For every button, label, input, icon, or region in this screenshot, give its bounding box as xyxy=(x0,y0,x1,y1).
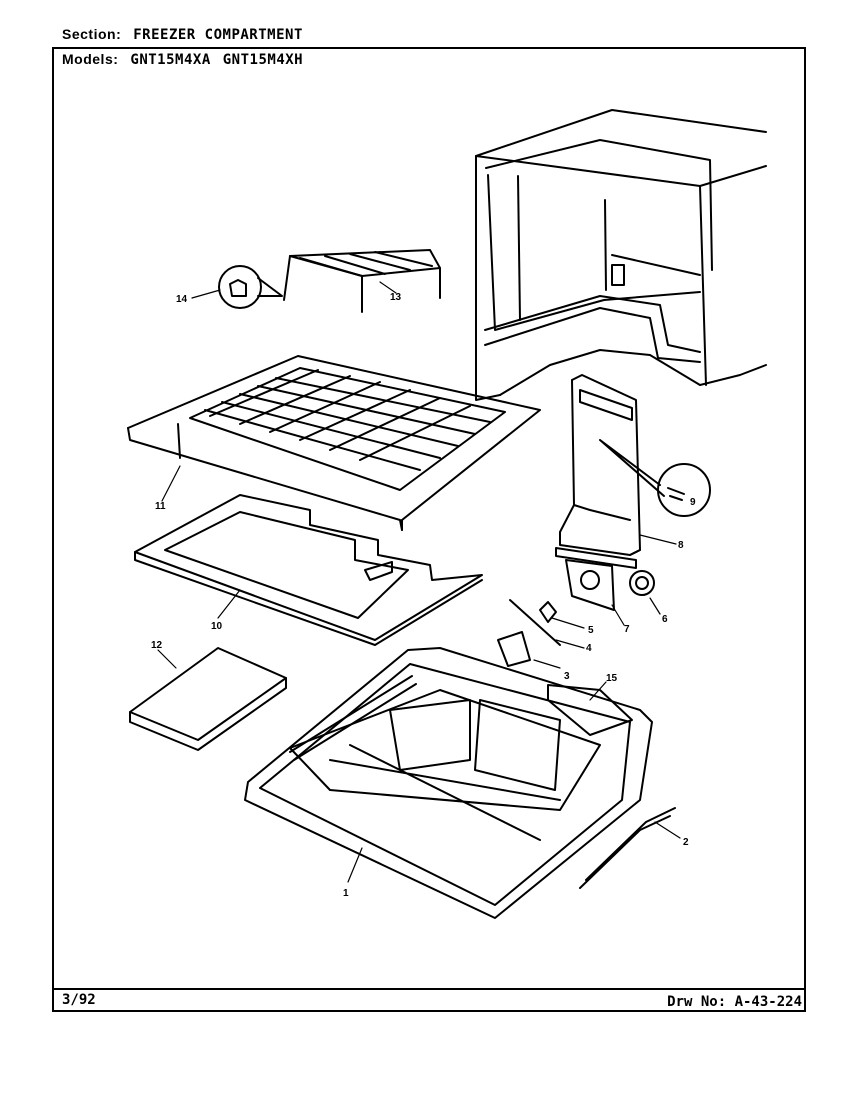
cover-panel-illustration xyxy=(134,494,483,646)
callout-4: 4 xyxy=(586,643,592,654)
model-number-2: GNT15M4XH xyxy=(222,52,304,68)
callout-10: 10 xyxy=(211,621,223,632)
fan-motor-parts-illustration xyxy=(497,559,655,667)
callout-1: 1 xyxy=(343,888,349,899)
section-header: Section: FREEZER COMPARTMENT xyxy=(62,26,303,43)
section-value: FREEZER COMPARTMENT xyxy=(133,27,303,43)
callout-3: 3 xyxy=(564,671,570,682)
callout-7: 7 xyxy=(624,624,630,635)
section-label: Section: xyxy=(62,26,122,42)
model-number-1: GNT15M4XA xyxy=(130,52,211,68)
callout-5: 5 xyxy=(588,625,594,636)
drawing-number: Drw No: A-43-224 xyxy=(667,994,802,1010)
bumper-detail-illustration xyxy=(218,265,283,309)
models-header: Models: GNT15M4XA GNT15M4XH xyxy=(62,51,303,68)
gasket-strip-illustration xyxy=(289,675,676,889)
fan-shroud-illustration xyxy=(555,374,641,569)
leader-lines xyxy=(157,281,681,883)
footer-divider xyxy=(52,988,806,990)
callout-6: 6 xyxy=(662,614,668,625)
wire-rack-illustration xyxy=(283,249,441,313)
freezer-pan-illustration xyxy=(244,647,653,919)
freezer-shelf-illustration xyxy=(127,355,541,531)
callout-9: 9 xyxy=(690,497,696,508)
callout-labels: 1 2 3 4 5 6 7 8 9 10 11 12 13 14 15 xyxy=(151,292,696,899)
callout-8: 8 xyxy=(678,540,684,551)
ice-tray-illustration xyxy=(129,647,287,751)
cabinet-illustration xyxy=(475,109,767,401)
callout-12: 12 xyxy=(151,640,163,651)
callout-13: 13 xyxy=(390,292,402,303)
callout-11: 11 xyxy=(155,501,166,512)
models-label: Models: xyxy=(62,51,119,67)
callout-15: 15 xyxy=(606,673,618,684)
drawing-frame xyxy=(52,47,806,1012)
callout-2: 2 xyxy=(683,837,689,848)
callout-14: 14 xyxy=(176,294,188,305)
footer-date: 3/92 xyxy=(62,992,96,1008)
screw-detail-illustration xyxy=(599,439,711,517)
